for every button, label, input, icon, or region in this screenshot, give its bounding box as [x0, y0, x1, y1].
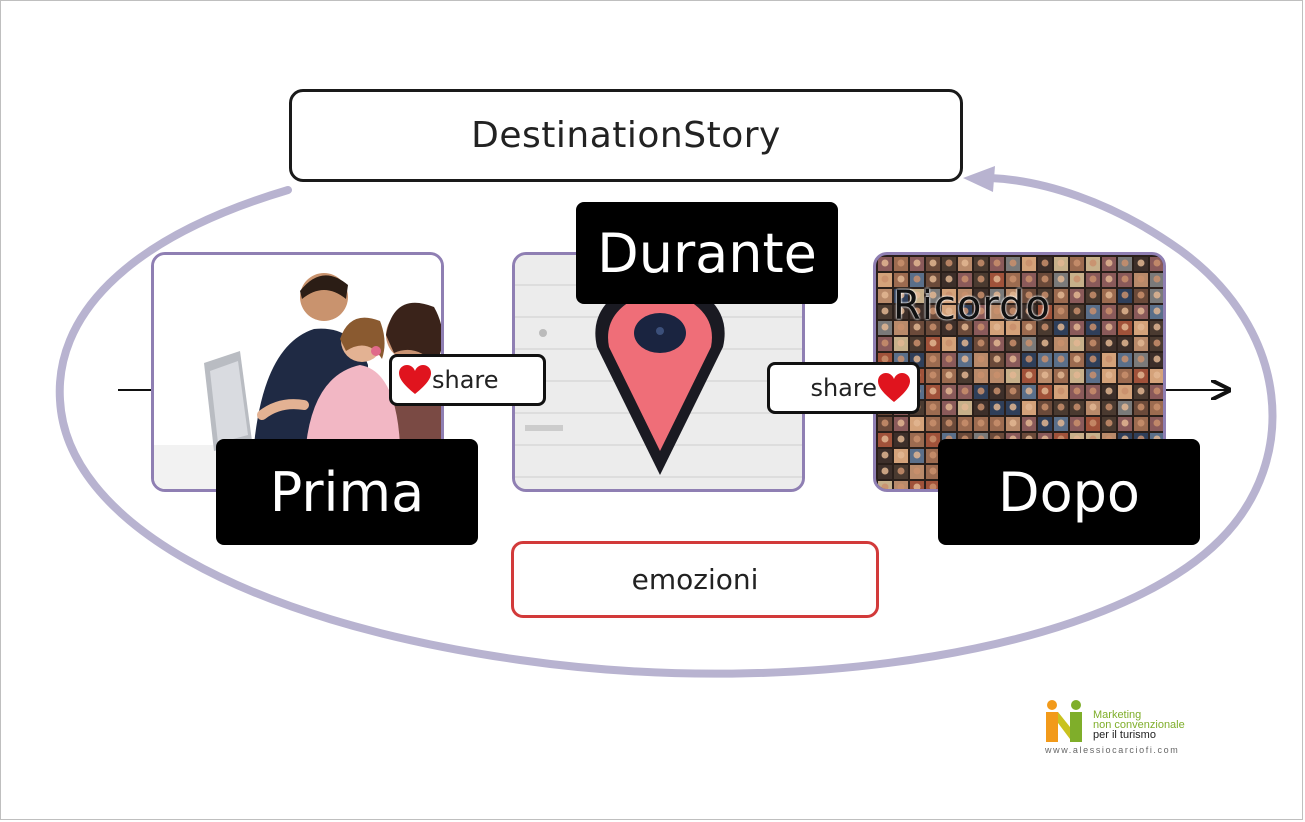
- share-box-right: share: [767, 362, 920, 414]
- share-box-left: share: [389, 354, 546, 406]
- cycle-loop-arrow: [55, 174, 1277, 678]
- stage-label-dopo: Dopo: [938, 439, 1200, 545]
- logo-mark-icon: [1046, 700, 1082, 742]
- logo-text-line3: per il turismo: [1093, 729, 1156, 741]
- ricordo-text: Ricordo: [893, 283, 1051, 329]
- title-box: DestinationStory: [289, 89, 963, 182]
- logo-text-line2: non convenzionale: [1093, 719, 1185, 731]
- heart-icon: [878, 373, 910, 402]
- logo-website: www.alessiocarciofi.com: [1045, 745, 1180, 755]
- emotions-box: emozioni: [511, 541, 879, 618]
- brand-logo: Marketing non convenzionale per il turis…: [1043, 697, 1213, 757]
- share-label-left: share: [432, 366, 499, 394]
- stage-label-prima: Prima: [216, 439, 478, 545]
- share-label-right: share: [810, 374, 877, 402]
- logo-text-line1: Marketing: [1093, 709, 1142, 721]
- stage-label-durante: Durante: [576, 202, 838, 304]
- heart-icon: [399, 365, 431, 394]
- cycle-arrow-head: [963, 166, 995, 192]
